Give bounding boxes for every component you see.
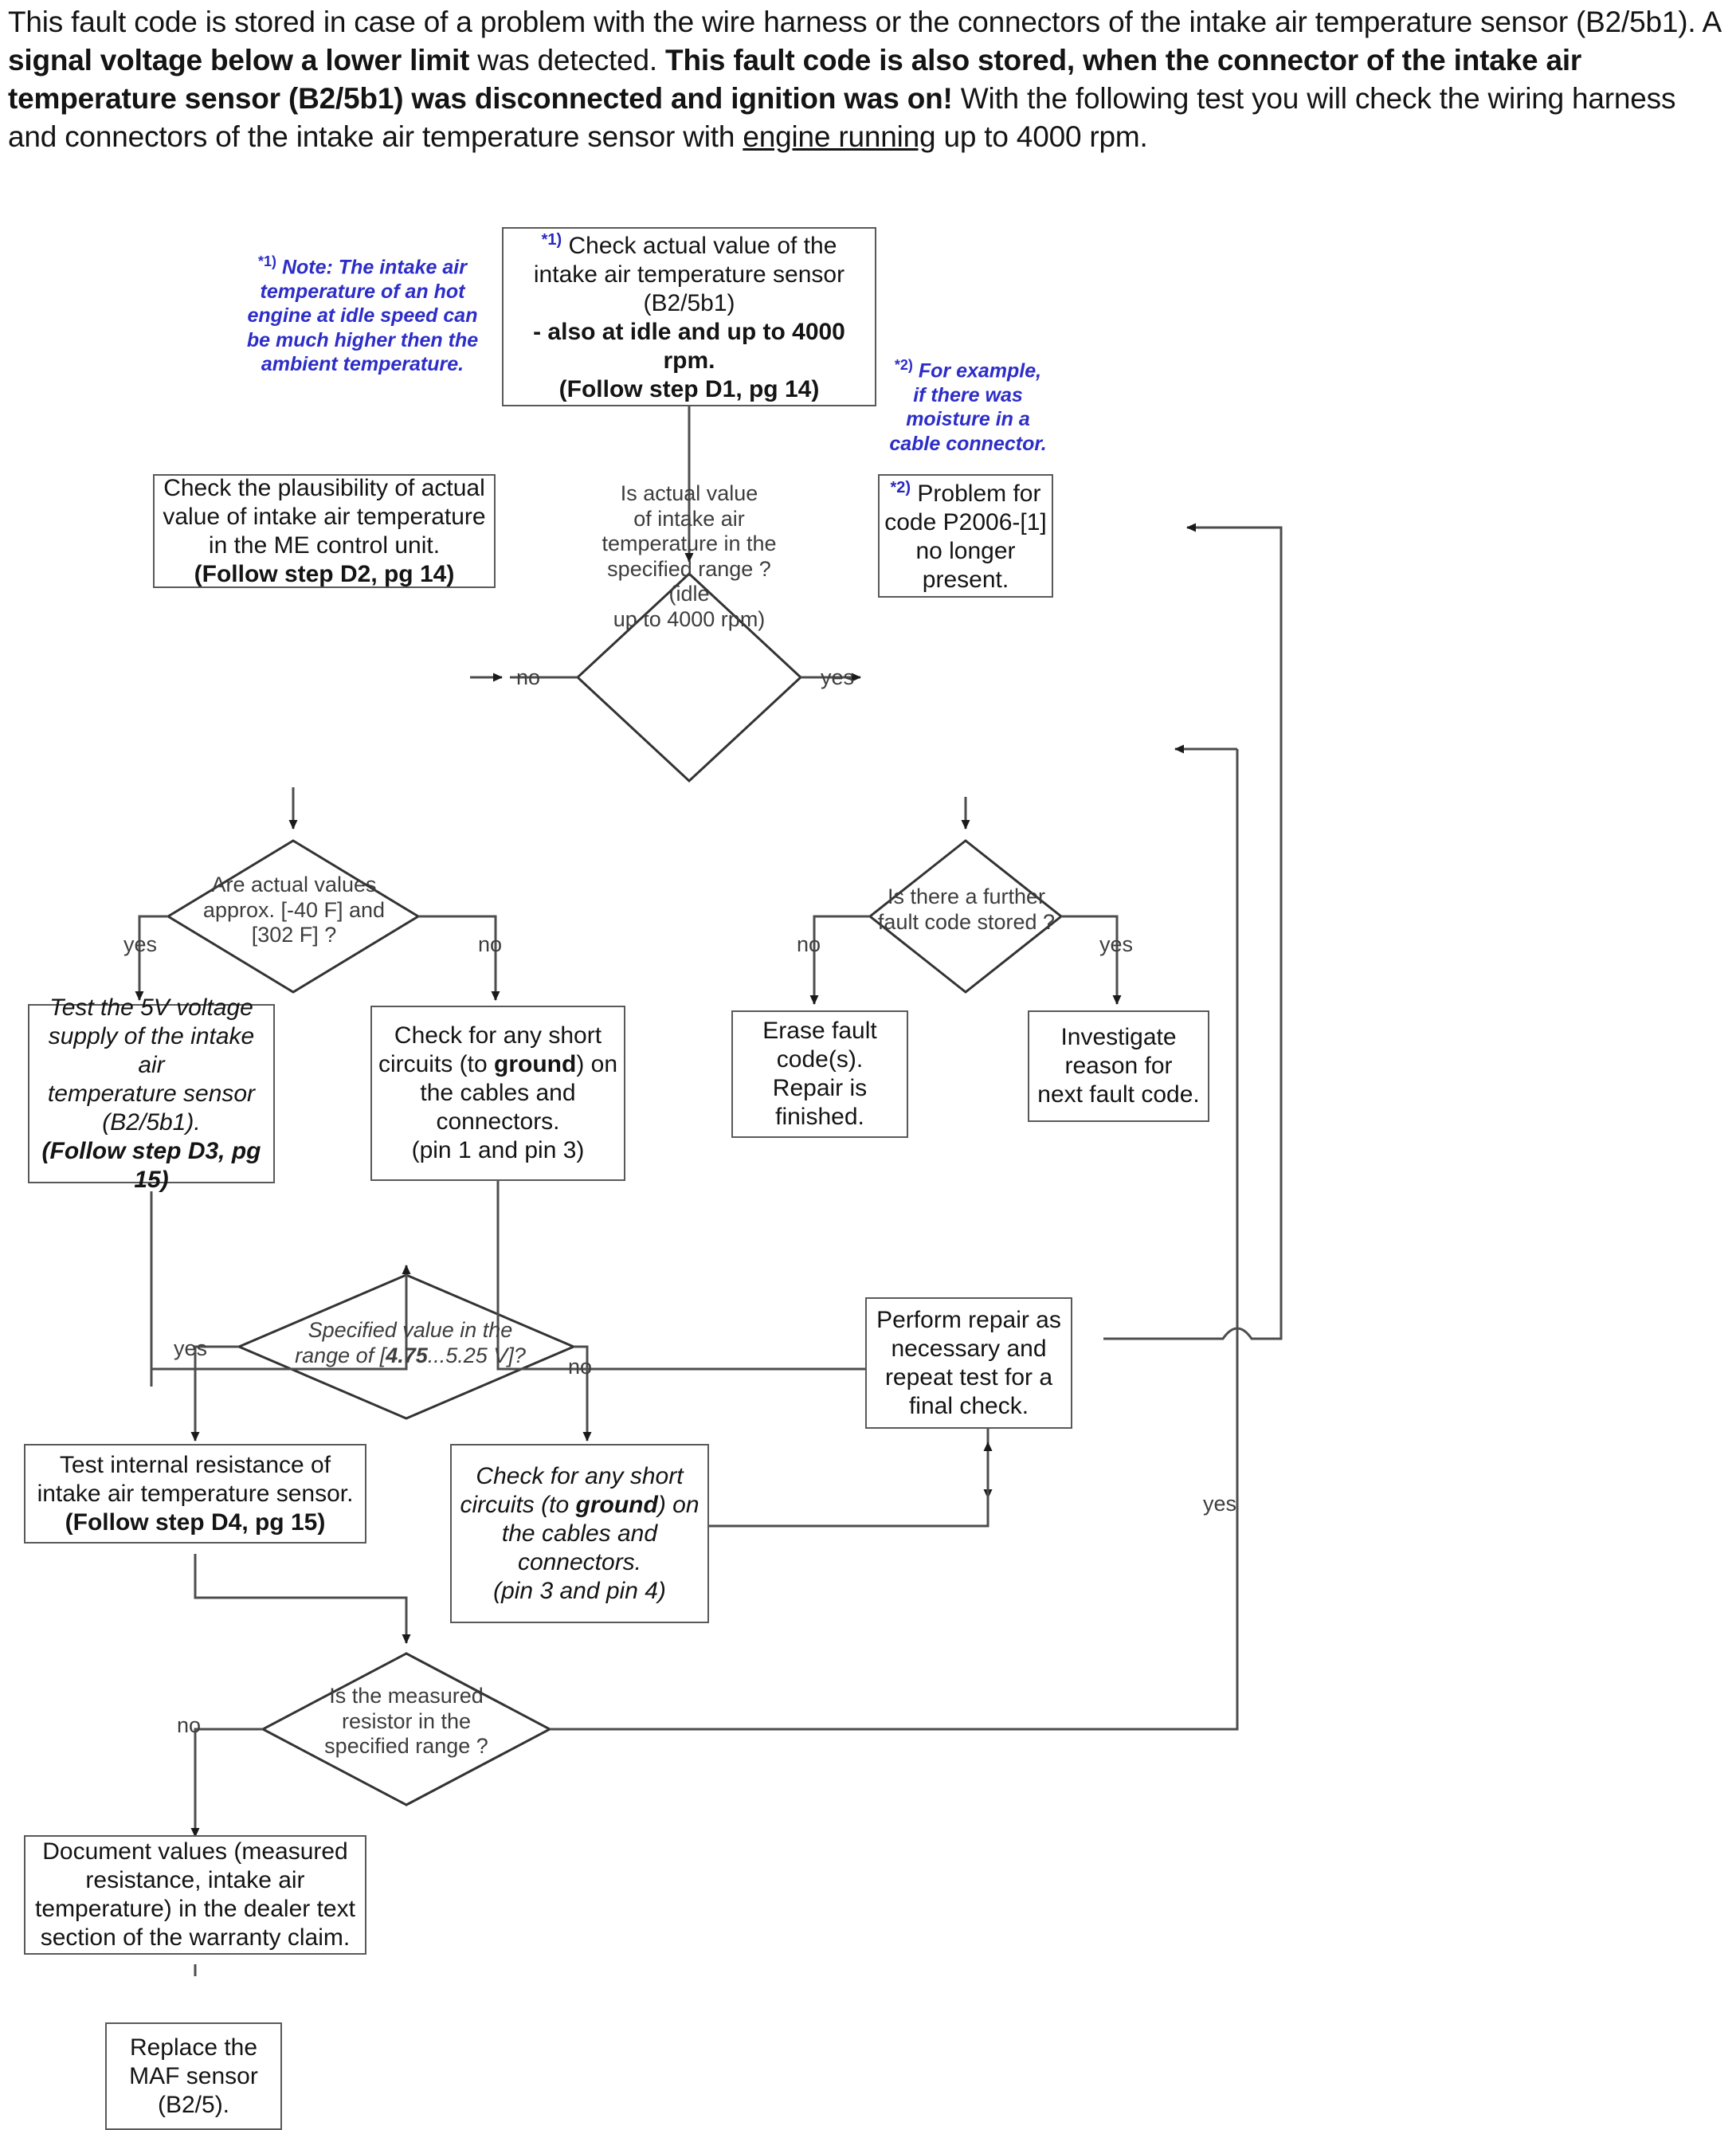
line-0: Test internal resistance of xyxy=(59,1451,331,1478)
edge-label-yes-4: yes xyxy=(174,1336,208,1360)
line-2: (B2/5). xyxy=(157,2091,230,2118)
node-check-short-pin1-pin3[interactable]: Check for any short circuits (to ground)… xyxy=(370,1006,625,1181)
intro-paragraph: This fault code is stored in case of a p… xyxy=(8,3,1721,156)
line-2: temperature) in the dealer text xyxy=(35,1896,355,1922)
line-1: intake air temperature sensor. xyxy=(37,1480,354,1507)
edge-label-yes-2: yes xyxy=(123,932,158,956)
line-0: Check the plausibility of actual xyxy=(163,474,485,501)
intro-seg-6: engine running xyxy=(743,120,936,154)
diamond-are-actual-values xyxy=(166,839,421,994)
note-1-text: Note: The intake air temperature of an h… xyxy=(246,256,479,376)
line-1a: circuits (to xyxy=(460,1491,576,1518)
line-0: Problem for xyxy=(917,480,1041,507)
intro-seg-2: signal voltage below a lower limit xyxy=(8,44,470,77)
line-1: necessary and xyxy=(891,1335,1047,1362)
line-2: repeat test for a xyxy=(884,1363,1053,1391)
node-document-values[interactable]: Document values (measured resistance, in… xyxy=(24,1835,366,1955)
line-1: value of intake air temperature xyxy=(163,503,486,530)
line-0: Check actual value of the xyxy=(568,232,837,259)
line-3: finished. xyxy=(775,1104,864,1130)
node-test-5v-supply[interactable]: Test the 5V voltage supply of the intake… xyxy=(28,994,275,1193)
diamond-is-actual-value xyxy=(575,571,803,783)
edge-label-yes-5: yes xyxy=(1203,1492,1237,1516)
line-0: Erase fault xyxy=(762,1018,877,1044)
line-3: section of the warranty claim. xyxy=(40,1924,351,1951)
line-0: Investigate xyxy=(1060,1024,1177,1050)
edge-label-yes-1: yes xyxy=(821,665,855,689)
edge-label-no-1: no xyxy=(516,665,541,689)
line-3: connectors. xyxy=(436,1108,560,1135)
line-0: Perform repair as xyxy=(876,1306,1061,1333)
line-0: Replace the xyxy=(129,2034,258,2061)
bold-ground-2: ground xyxy=(575,1491,658,1518)
line-0: Document values (measured xyxy=(42,1838,348,1865)
line-1: code(s). xyxy=(776,1046,864,1073)
line-3: - also at idle and up to 4000 rpm. xyxy=(533,318,845,374)
marker-star-2: *2) xyxy=(890,478,911,496)
edge-label-no-4: no xyxy=(568,1355,593,1379)
note-2: *2) For example, if there was moisture i… xyxy=(888,357,1048,456)
diamond-resistor-range xyxy=(260,1652,553,1806)
line-4: (Follow step D3, pg 15) xyxy=(41,1137,261,1193)
line-1: reason for xyxy=(1064,1053,1173,1079)
edge-label-no-3: no xyxy=(797,932,821,956)
node-perform-repair[interactable]: Perform repair as necessary and repeat t… xyxy=(865,1297,1072,1429)
intro-seg-5: With the following test you will check t… xyxy=(8,82,1676,154)
edge-label-no-5: no xyxy=(177,1713,202,1737)
line-3: (B2/5b1). xyxy=(102,1108,201,1136)
line-3: (Follow step D2, pg 14) xyxy=(194,560,455,587)
node-test-internal-resistance[interactable]: Test internal resistance of intake air t… xyxy=(24,1444,366,1544)
bold-ground-1: ground xyxy=(494,1051,577,1077)
node-check-plausibility[interactable]: Check the plausibility of actual value o… xyxy=(153,474,496,588)
intro-seg-3: was detected. xyxy=(469,44,666,77)
flowchart-page: This fault code is stored in case of a p… xyxy=(8,3,1721,2130)
note-2-marker: *2) xyxy=(894,357,913,373)
note-1: *1) Note: The intake air temperature of … xyxy=(243,253,482,377)
line-1b: ) on xyxy=(657,1491,699,1518)
line-3: present. xyxy=(922,566,1009,593)
line-2: next fault code. xyxy=(1037,1081,1200,1108)
line-2: the cables and xyxy=(501,1520,658,1547)
line-1: supply of the intake air xyxy=(48,1022,255,1078)
line-2: (B2/5b1) xyxy=(643,289,735,316)
edge-label-no-2: no xyxy=(478,932,503,956)
intro-seg-7: up to 4000 rpm. xyxy=(935,120,1148,154)
line-0: Check for any short xyxy=(476,1462,684,1489)
node-investigate-reason[interactable]: Investigate reason for next fault code. xyxy=(1028,1010,1209,1122)
edge-label-yes-3: yes xyxy=(1099,932,1134,956)
line-4: (pin 3 and pin 4) xyxy=(493,1577,666,1604)
line-1: intake air temperature sensor xyxy=(533,261,845,288)
line-4: (pin 1 and pin 3) xyxy=(411,1137,585,1163)
line-2: no longer xyxy=(915,537,1016,564)
line-1a: circuits (to xyxy=(378,1051,494,1077)
line-0: Check for any short xyxy=(394,1022,602,1049)
diamond-specified-value xyxy=(236,1273,577,1420)
node-problem-no-longer-present[interactable]: *2) Problem for code P2006-[1] no longer… xyxy=(878,474,1053,598)
line-3: connectors. xyxy=(517,1548,642,1575)
node-check-short-pin3-pin4[interactable]: Check for any short circuits (to ground)… xyxy=(450,1444,709,1623)
line-2: (Follow step D4, pg 15) xyxy=(65,1508,326,1536)
node-erase-fault-codes[interactable]: Erase fault code(s). Repair is finished. xyxy=(731,1010,908,1138)
intro-seg-1: This fault code is stored in case of a p… xyxy=(8,6,1720,38)
node-replace-maf-sensor[interactable]: Replace the MAF sensor (B2/5). xyxy=(105,2022,282,2130)
line-1b: ) on xyxy=(576,1051,618,1077)
line-1: MAF sensor xyxy=(129,2062,258,2089)
node-check-actual-value[interactable]: *1) Check actual value of the intake air… xyxy=(502,227,876,406)
line-2: the cables and xyxy=(420,1080,576,1106)
intro-seg-4: This fault code is also stored, when the… xyxy=(8,44,1582,116)
line-3: final check. xyxy=(908,1392,1029,1419)
line-1: code P2006-[1] xyxy=(884,508,1047,535)
line-2: in the ME control unit. xyxy=(208,532,441,559)
note-2-text: For example, if there was moisture in a … xyxy=(889,359,1047,455)
line-4: (Follow step D1, pg 14) xyxy=(558,375,820,402)
note-1-marker: *1) xyxy=(258,253,277,269)
line-0: Test the 5V voltage xyxy=(49,994,253,1021)
line-2: temperature sensor xyxy=(47,1080,256,1107)
line-1: resistance, intake air xyxy=(85,1867,305,1893)
flowchart-connectors xyxy=(135,405,1283,1976)
diamond-further-fault-code xyxy=(868,839,1064,994)
marker-star-1: *1) xyxy=(541,230,562,249)
line-2: Repair is xyxy=(772,1075,868,1101)
